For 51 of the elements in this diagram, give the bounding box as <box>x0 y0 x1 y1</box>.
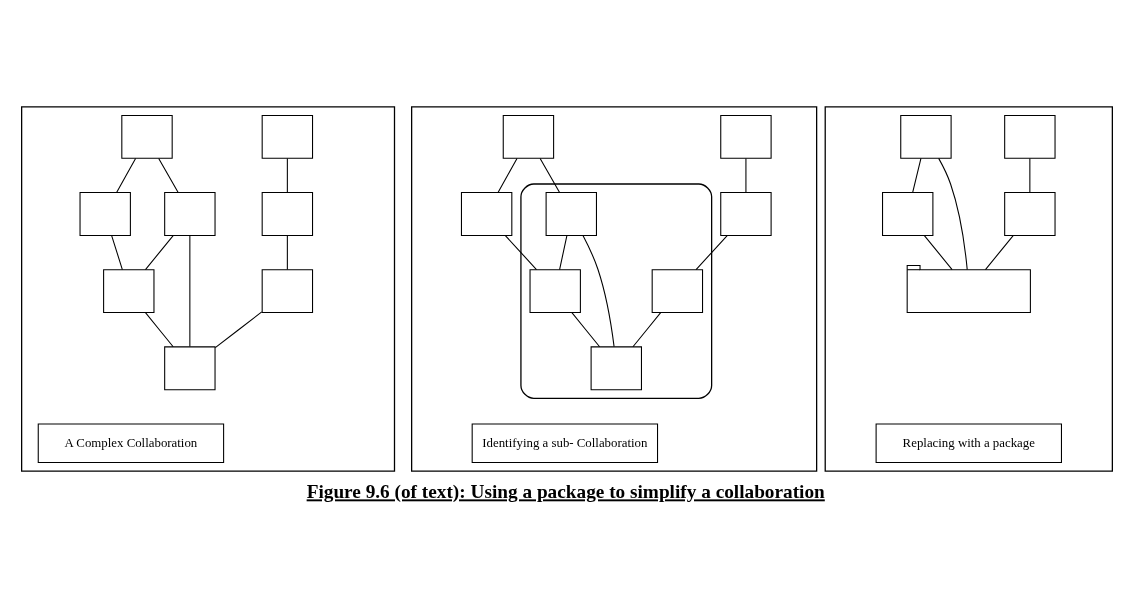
node-box <box>545 191 597 236</box>
connector <box>286 157 288 193</box>
connector <box>632 311 662 347</box>
node-box <box>720 191 772 236</box>
connector <box>984 234 1014 270</box>
connector <box>189 234 191 347</box>
connector <box>912 157 922 193</box>
cluster <box>520 182 713 399</box>
connector <box>497 157 518 193</box>
connector <box>695 234 728 270</box>
node-box <box>882 191 934 236</box>
node-box <box>164 191 216 236</box>
node-box <box>651 268 704 313</box>
connector <box>582 234 615 347</box>
node-box <box>261 268 314 313</box>
connector <box>214 310 263 348</box>
connector <box>144 234 174 270</box>
connector <box>1029 157 1031 193</box>
node-box <box>164 345 216 390</box>
cluster <box>411 105 818 472</box>
connector <box>571 311 601 347</box>
connector <box>144 311 174 347</box>
node-box <box>720 114 772 159</box>
connector <box>504 234 538 270</box>
connector <box>286 234 288 270</box>
node-box <box>590 345 642 390</box>
node-box <box>103 268 155 313</box>
node-box <box>261 191 314 236</box>
node-box <box>121 114 173 159</box>
connector <box>158 157 179 193</box>
node-box <box>79 191 131 236</box>
connector <box>559 234 568 270</box>
node-box <box>502 114 555 159</box>
cluster <box>21 105 396 472</box>
node-box: Identifying a sub- Collaboration <box>471 422 659 463</box>
node-box <box>900 114 952 159</box>
caption: Figure 9.6 (of text): Using a package to simplify a collaboration <box>306 480 825 502</box>
node-box <box>1004 114 1056 159</box>
connector <box>116 157 137 193</box>
node-box: A Complex Collaboration <box>37 422 225 463</box>
connector <box>111 234 123 270</box>
node-box <box>529 268 581 313</box>
connector <box>923 234 953 270</box>
connector <box>539 157 561 193</box>
node-box <box>1004 191 1056 236</box>
node-box <box>460 191 513 236</box>
connector <box>938 157 968 270</box>
cluster <box>824 105 1113 472</box>
node-box <box>261 114 314 159</box>
node-box: Replacing with a package <box>875 422 1062 463</box>
connector <box>745 157 747 193</box>
